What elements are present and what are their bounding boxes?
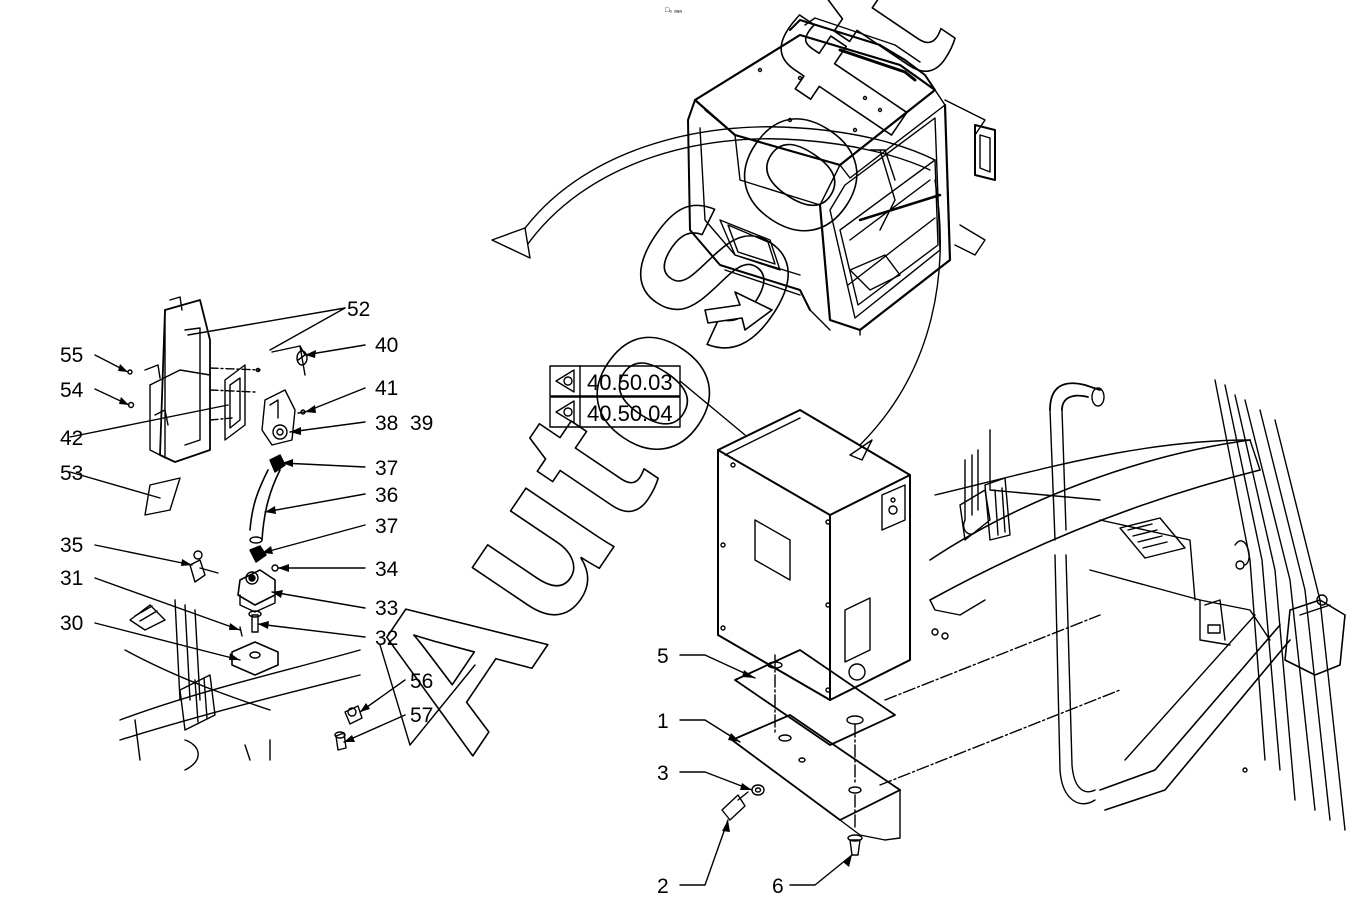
leader-reference	[679, 380, 746, 436]
callout-55: 55	[60, 344, 83, 367]
leader-arrowheads	[118, 350, 852, 867]
callout-41: 41	[375, 377, 398, 400]
callout-56: 56	[410, 670, 433, 693]
alignment-lines	[774, 614, 1121, 831]
callout-39: 39	[410, 412, 433, 435]
callout-labels: 52 40 55 54 41 42 38 39 37 53 36 37 35 3…	[60, 298, 784, 898]
callout-2: 2	[657, 875, 669, 898]
callout-35: 35	[60, 534, 83, 557]
electrical-cabinet	[717, 409, 911, 701]
base-plate	[734, 649, 896, 746]
callout-3: 3	[657, 762, 669, 785]
callout-1: 1	[657, 710, 669, 733]
reference-box-1[interactable]: 40.50.03	[549, 365, 681, 397]
reference-label-1: 40.50.03	[587, 370, 673, 395]
cab-interior-right	[929, 379, 1346, 831]
callout-32: 32	[375, 627, 398, 650]
callout-30: 30	[60, 612, 83, 635]
cab-illustration	[687, 17, 996, 336]
callout-5: 5	[657, 645, 669, 668]
view-arrow-curved	[491, 126, 936, 259]
reference-label-2: 40.50.04	[587, 401, 673, 426]
callout-37-top: 37	[375, 457, 398, 480]
callout-33: 33	[375, 597, 398, 620]
leader-lines	[69, 307, 853, 886]
callout-31: 31	[60, 567, 83, 590]
callout-37-bottom: 37	[375, 515, 398, 538]
callout-57: 57	[410, 704, 433, 727]
callout-42: 42	[60, 427, 83, 450]
page-mark: □₀ ₐₐₐ	[665, 7, 682, 14]
direction-arrow	[704, 291, 773, 331]
callout-52: 52	[347, 298, 370, 321]
mirror-bracket-assembly	[119, 296, 476, 771]
reference-box-2[interactable]: 40.50.04	[549, 396, 681, 428]
callout-36: 36	[375, 484, 398, 507]
callout-38: 38	[375, 412, 398, 435]
callout-53: 53	[60, 462, 83, 485]
callout-54: 54	[60, 379, 84, 402]
callout-6: 6	[772, 875, 784, 898]
mounting-bracket	[731, 714, 901, 841]
callout-40: 40	[375, 334, 398, 357]
callout-34: 34	[375, 558, 399, 581]
